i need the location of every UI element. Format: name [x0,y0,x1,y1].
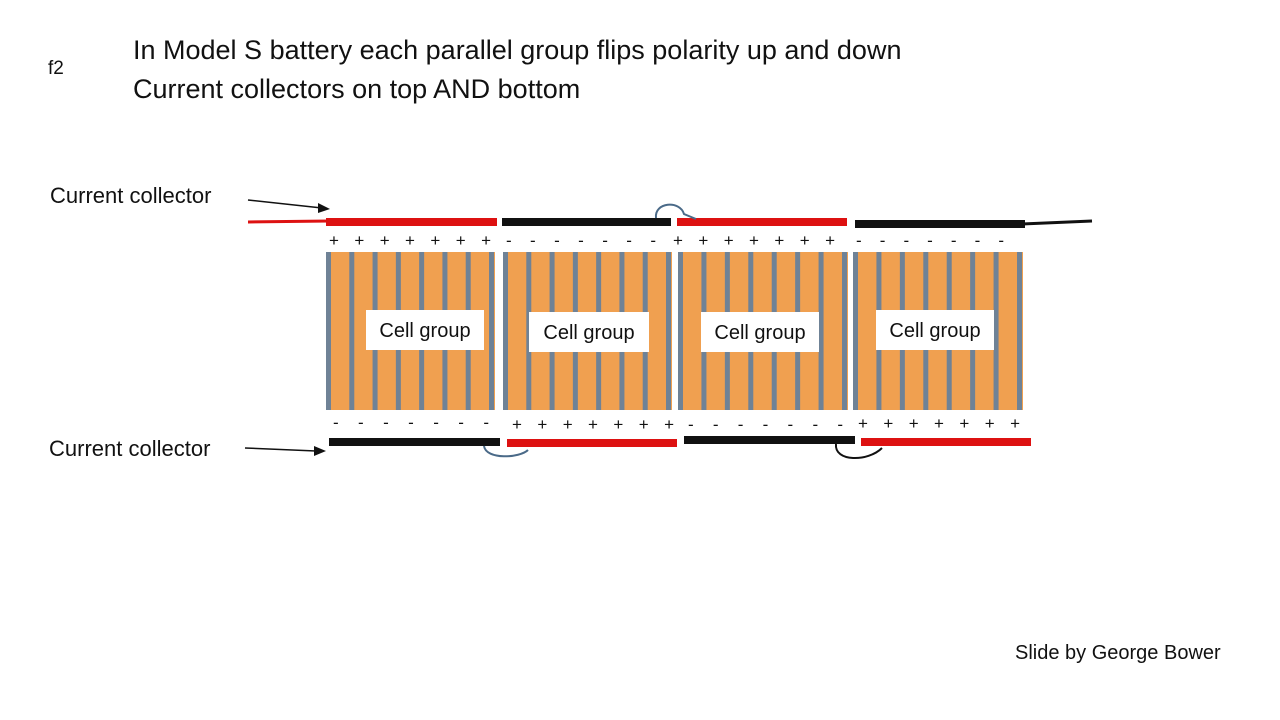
bottom-polarity-group-2: + + + + + + + [512,415,674,434]
cell-groups [326,252,1023,410]
top-polarity-group-3: + + + + + + + [673,231,835,250]
cell-divider [349,252,355,410]
top-collector-1 [326,218,497,226]
bottom-collector-2 [507,439,677,447]
title-line-2: Current collectors on top AND bottom [133,74,581,104]
top-collector-2 [502,218,671,226]
slide-credit: Slide by George Bower [1015,642,1221,664]
arrow-top [247,199,330,213]
cell-divider [993,252,999,410]
cell-divider [326,252,331,410]
cell-divider [853,252,858,410]
cell-divider [489,252,494,410]
cell-divider [526,252,532,410]
top-polarity-group-1: + + + + + + + [329,231,491,250]
top-collector-3 [677,218,847,226]
bottom-collector-4 [861,438,1031,446]
jumper-bottom-black [835,443,883,460]
bottom-polarity-group-1: - - - - - - - [333,413,489,432]
current-collector-label-top: Current collector [50,183,212,208]
cell-group-label-4: Cell group [876,310,994,350]
cell-group-label-1: Cell group [366,310,484,350]
lead-wire-positive [247,219,331,224]
current-collector-label-bottom: Current collector [49,436,211,461]
top-collector-4 [855,220,1025,228]
cell-group-text-2: Cell group [543,322,634,344]
top-polarity-group-2: - - - - - - - [506,231,656,250]
jumper-top-blue [654,203,697,220]
slide-id: f2 [48,58,64,79]
top-polarity-group-4: - - - - - - - [856,231,1004,250]
bottom-collector-3 [684,436,855,444]
lead-wire-negative [1021,219,1093,226]
cell-divider [666,252,671,410]
cell-divider [503,252,508,410]
cell-group-label-2: Cell group [529,312,649,352]
bottom-polarity-group-3: - - - - - - - [688,415,843,434]
cell-group-text-1: Cell group [379,320,470,342]
arrow-bottom [244,446,326,456]
cell-divider [678,252,683,410]
jumper-bottom-blue [483,445,529,458]
bottom-polarity-group-4: + + + + + + + [858,414,1020,433]
cell-divider [842,252,847,410]
cell-divider [818,252,824,410]
cell-divider [1017,252,1022,410]
cell-group-label-3: Cell group [701,312,819,352]
title-line-1: In Model S battery each parallel group f… [133,35,902,65]
cell-group-text-3: Cell group [714,322,805,344]
cell-group-text-4: Cell group [889,320,980,342]
bottom-collector-1 [329,438,500,446]
